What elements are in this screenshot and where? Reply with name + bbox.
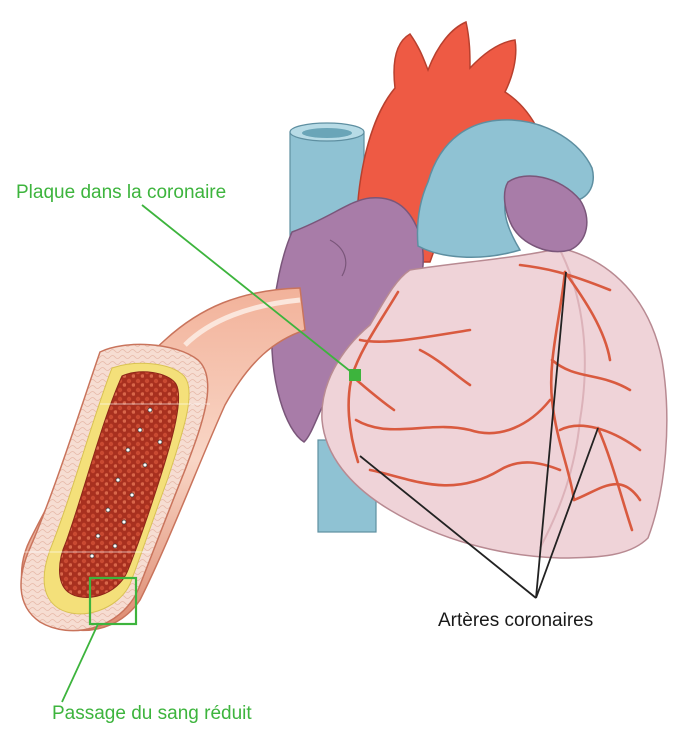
arteries-label: Artères coronaires (438, 610, 593, 632)
plaque-marker (349, 369, 361, 381)
passage-label: Passage du sang réduit (52, 703, 252, 725)
plaque-label: Plaque dans la coronaire (16, 182, 226, 204)
